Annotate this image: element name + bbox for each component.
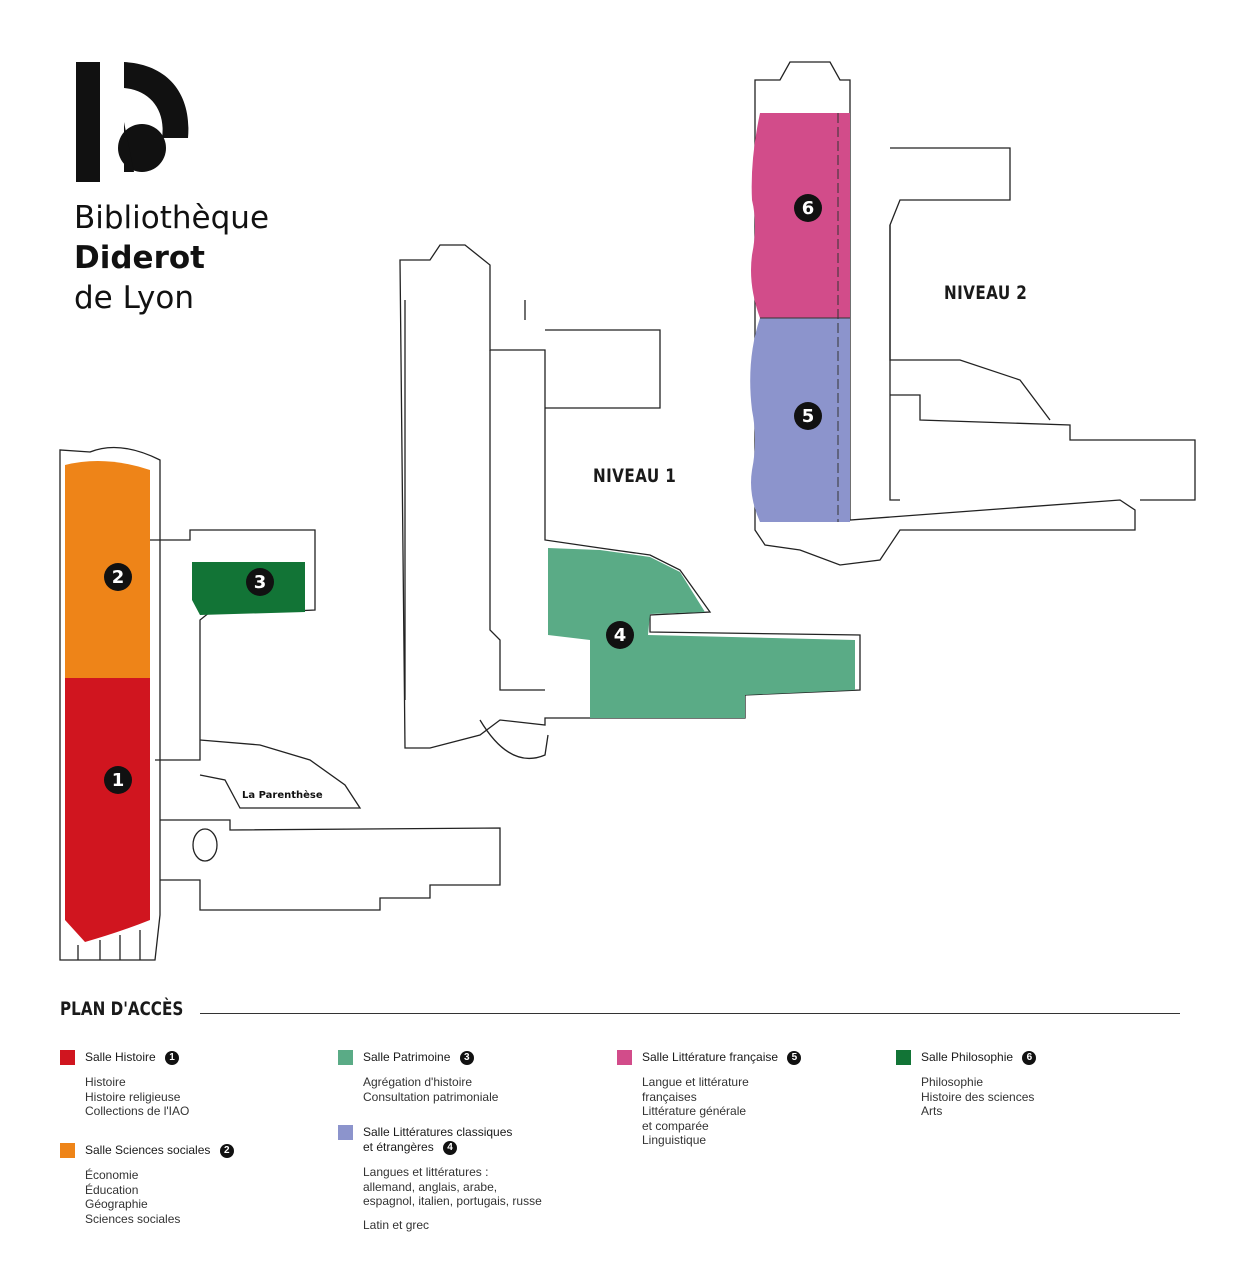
- legend-item: Sciences sociales: [85, 1211, 181, 1226]
- legend-num-1: 1: [165, 1050, 180, 1065]
- plan-divider: [200, 1013, 1180, 1014]
- legend-num-3: 3: [459, 1050, 474, 1065]
- parenthese-outline: [199, 739, 362, 809]
- svg-text:2: 2: [112, 567, 125, 588]
- swatch-sciences-sociales: [60, 1143, 75, 1158]
- swatch-litterature-francaise: [617, 1050, 632, 1065]
- legend-num-6: 6: [1022, 1050, 1037, 1065]
- niveau2-label: NIVEAU 2: [944, 282, 1028, 304]
- legend-item: Latin et grec: [363, 1217, 430, 1232]
- swatch-philosophie: [896, 1050, 911, 1065]
- plan-title: PLAN D'ACCÈS: [60, 998, 184, 1020]
- legend-patrimoine: Salle Patrimoine 3 Agrégation d'histoire…: [338, 1050, 588, 1104]
- legend-title-philosophie: Salle Philosophie: [921, 1050, 1014, 1064]
- legend-item: Agrégation d'histoire: [363, 1075, 473, 1089]
- legend-title-litterature-francaise: Salle Littérature française: [642, 1050, 779, 1064]
- legend-item: Langue et littérature: [642, 1075, 749, 1089]
- legend-item: Linguistique: [642, 1133, 707, 1147]
- room-marker-2: 2: [104, 563, 132, 591]
- legend-item: Éducation: [85, 1182, 139, 1197]
- legend-title-litteratures-classiques-2: et étrangères: [363, 1140, 434, 1154]
- zone-patrimoine: [548, 548, 855, 718]
- room-marker-1: 1: [104, 766, 132, 794]
- svg-text:4: 4: [614, 625, 627, 646]
- library-logo: [76, 62, 189, 182]
- room-marker-3: 3: [246, 568, 274, 596]
- swatch-patrimoine: [338, 1050, 353, 1065]
- svg-text:3: 3: [254, 572, 267, 593]
- niveau2-building-outline: [754, 61, 1136, 566]
- niveau1-label: NIVEAU 1: [593, 465, 677, 487]
- brand-line-3: de Lyon: [74, 280, 194, 316]
- swatch-litteratures-classiques: [338, 1125, 353, 1140]
- legend-title-sciences-sociales: Salle Sciences sociales: [85, 1143, 211, 1157]
- zone-histoire: [65, 678, 150, 942]
- room-marker-4: 4: [606, 621, 634, 649]
- legend-item: Collections de l'IAO: [85, 1104, 190, 1118]
- legend-item: allemand, anglais, arabe,: [363, 1179, 498, 1194]
- room-marker-5: 5: [794, 402, 822, 430]
- legend-item: Consultation patrimoniale: [363, 1089, 499, 1104]
- legend-item: Économie: [85, 1168, 139, 1182]
- legend-item: Arts: [921, 1104, 943, 1118]
- legend-item: Philosophie: [921, 1075, 984, 1089]
- svg-text:5: 5: [802, 406, 815, 427]
- legend-title-litteratures-classiques-1: Salle Littératures classiques: [363, 1125, 513, 1139]
- legend-item: Géographie: [85, 1197, 148, 1211]
- legend-item: Histoire religieuse: [85, 1089, 181, 1104]
- legend-histoire: Salle Histoire 1 Histoire Histoire relig…: [60, 1050, 300, 1119]
- parenthese-label: La Parenthèse: [242, 789, 323, 801]
- svg-text:1: 1: [112, 770, 125, 791]
- legend-litterature-francaise: Salle Littérature française 5 Langue et …: [617, 1050, 867, 1148]
- legend-num-2: 2: [219, 1143, 234, 1158]
- legend-item: françaises: [642, 1089, 697, 1104]
- legend-item: Histoire: [85, 1075, 126, 1089]
- brand-line-1: Bibliothèque: [74, 200, 270, 236]
- legend-item: Littérature générale: [642, 1104, 747, 1118]
- legend-title-histoire: Salle Histoire: [85, 1050, 156, 1064]
- legend-item: et comparée: [642, 1118, 709, 1133]
- legend-sciences-sociales: Salle Sciences sociales 2 Économie Éduca…: [60, 1143, 300, 1226]
- niveau1-building-outline: [399, 244, 861, 749]
- legend-title-patrimoine: Salle Patrimoine: [363, 1050, 451, 1064]
- room-marker-6: 6: [794, 194, 822, 222]
- brand-line-2: Diderot: [74, 240, 205, 276]
- legend-num-5: 5: [787, 1050, 802, 1065]
- legend-litteratures-classiques: Salle Littératures classiques et étrangè…: [338, 1125, 598, 1232]
- legend-num-4: 4: [443, 1140, 458, 1155]
- legend-item: Langues et littératures :: [363, 1165, 489, 1179]
- ground-building-outline: [59, 446, 161, 961]
- swatch-histoire: [60, 1050, 75, 1065]
- library-name: Bibliothèque Diderot de Lyon: [74, 198, 269, 318]
- legend-item: Histoire des sciences: [921, 1089, 1035, 1104]
- legend-item: espagnol, italien, portugais, russe: [363, 1194, 542, 1208]
- legend-philosophie: Salle Philosophie 6 Philosophie Histoire…: [896, 1050, 1146, 1119]
- floor-plan-map: 1 2 3 4 5 6 La Parenthèse: [59, 61, 1196, 961]
- svg-text:6: 6: [802, 198, 815, 219]
